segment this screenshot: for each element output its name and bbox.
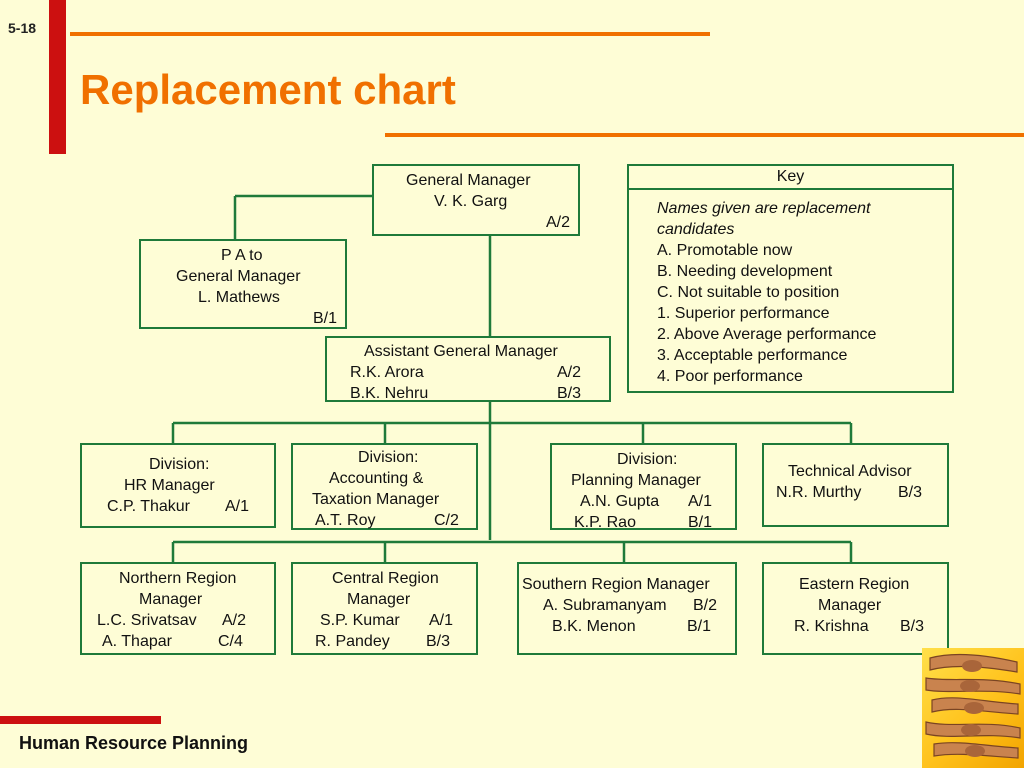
southern-region-box: Southern Region Manager A. Subramanyam B… [517, 562, 737, 655]
agm-role: Assistant General Manager [364, 343, 558, 360]
technical-advisor-box: Technical Advisor N.R. Murthy B/3 [762, 443, 949, 527]
mid-orange-rule [385, 133, 1024, 137]
planning-line2: Planning Manager [571, 472, 701, 489]
planning-rating-1: A/1 [688, 493, 713, 510]
planning-name-1: A.N. Gupta [580, 493, 660, 510]
agm-candidate-1-name: R.K. Arora [350, 364, 424, 381]
central-rating-2: B/3 [426, 633, 451, 650]
key-legend-box: Key Names given are replacement candidat… [627, 164, 954, 393]
central-region-box: Central Region Manager S.P. Kumar A/1 R.… [291, 562, 478, 655]
key-item: B. Needing development [657, 263, 833, 280]
southern-rating-2: B/1 [687, 618, 712, 635]
technical-rating: B/3 [898, 484, 923, 501]
accounting-line1: Division: [358, 449, 419, 466]
key-item: 2. Above Average performance [657, 326, 877, 343]
hr-name: C.P. Thakur [107, 498, 191, 515]
technical-name: N.R. Murthy [776, 484, 862, 501]
accounting-rating: C/2 [434, 512, 459, 529]
accounting-division-box: Division: Accounting & Taxation Manager … [291, 443, 478, 530]
pa-rating: B/1 [313, 310, 338, 327]
pa-name: L. Mathews [198, 289, 280, 306]
agm-candidate-1-rating: A/2 [557, 364, 582, 381]
eastern-region-box: Eastern Region Manager R. Krishna B/3 [762, 562, 949, 655]
planning-rating-2: B/1 [688, 514, 713, 531]
planning-line1: Division: [617, 451, 678, 468]
key-item: 3. Acceptable performance [657, 347, 848, 364]
southern-name-2: B.K. Menon [552, 618, 636, 635]
eastern-line1: Eastern Region [799, 576, 910, 593]
planning-division-box: Division: Planning Manager A.N. Gupta A/… [550, 443, 737, 531]
planning-name-2: K.P. Rao [574, 514, 636, 531]
key-intro-line2: candidates [657, 221, 735, 238]
assistant-general-manager-box: Assistant General Manager R.K. Arora A/2… [325, 336, 611, 402]
hr-line1: Division: [149, 456, 210, 473]
central-name-1: S.P. Kumar [320, 612, 400, 629]
accounting-line3: Taxation Manager [312, 491, 440, 508]
southern-name-1: A. Subramanyam [543, 597, 667, 614]
red-accent-bar [49, 0, 66, 154]
linked-hands-photo [922, 648, 1024, 768]
northern-name-2: A. Thapar [102, 633, 172, 650]
footer-red-rule [0, 716, 161, 724]
central-line2: Manager [347, 591, 411, 608]
eastern-rating: B/3 [900, 618, 925, 635]
slide-number: 5-18 [8, 20, 37, 36]
northern-rating-2: C/4 [218, 633, 243, 650]
agm-candidate-2-name: B.K. Nehru [350, 385, 429, 402]
gm-rating: A/2 [546, 214, 571, 231]
top-orange-rule [70, 32, 710, 36]
technical-line1: Technical Advisor [788, 463, 912, 480]
gm-role: General Manager [406, 172, 531, 189]
eastern-line2: Manager [818, 597, 882, 614]
pa-line2: General Manager [176, 268, 301, 285]
central-name-2: R. Pandey [315, 633, 390, 650]
northern-line2: Manager [139, 591, 203, 608]
linked-hands-icon [925, 653, 1021, 759]
gm-name: V. K. Garg [434, 193, 508, 210]
southern-line1: Southern Region Manager [522, 576, 710, 593]
pa-to-general-manager-box: P A to General Manager L. Mathews B/1 [139, 239, 347, 329]
pa-line1: P A to [221, 247, 263, 264]
accounting-name: A.T. Roy [315, 512, 376, 529]
agm-candidate-2-rating: B/3 [557, 385, 582, 402]
northern-region-box: Northern Region Manager L.C. Srivatsav A… [80, 562, 276, 655]
key-intro-line1: Names given are replacement [657, 200, 871, 217]
general-manager-box: General Manager V. K. Garg A/2 [372, 164, 580, 236]
footer-title: Human Resource Planning [19, 733, 249, 753]
eastern-name: R. Krishna [794, 618, 869, 635]
hr-rating: A/1 [225, 498, 250, 515]
accounting-line2: Accounting & [329, 470, 424, 487]
key-item: 4. Poor performance [657, 368, 803, 385]
southern-rating-1: B/2 [693, 597, 718, 614]
hr-division-box: Division: HR Manager C.P. Thakur A/1 [80, 443, 276, 528]
key-title: Key [629, 166, 952, 190]
northern-rating-1: A/2 [222, 612, 247, 629]
key-item: C. Not suitable to position [657, 284, 840, 301]
northern-name-1: L.C. Srivatsav [97, 612, 197, 629]
page-title: Replacement chart [80, 66, 456, 113]
central-rating-1: A/1 [429, 612, 454, 629]
central-line1: Central Region [332, 570, 439, 587]
northern-line1: Northern Region [119, 570, 237, 587]
key-item: A. Promotable now [657, 242, 793, 259]
hr-line2: HR Manager [124, 477, 215, 494]
key-item: 1. Superior performance [657, 305, 830, 322]
